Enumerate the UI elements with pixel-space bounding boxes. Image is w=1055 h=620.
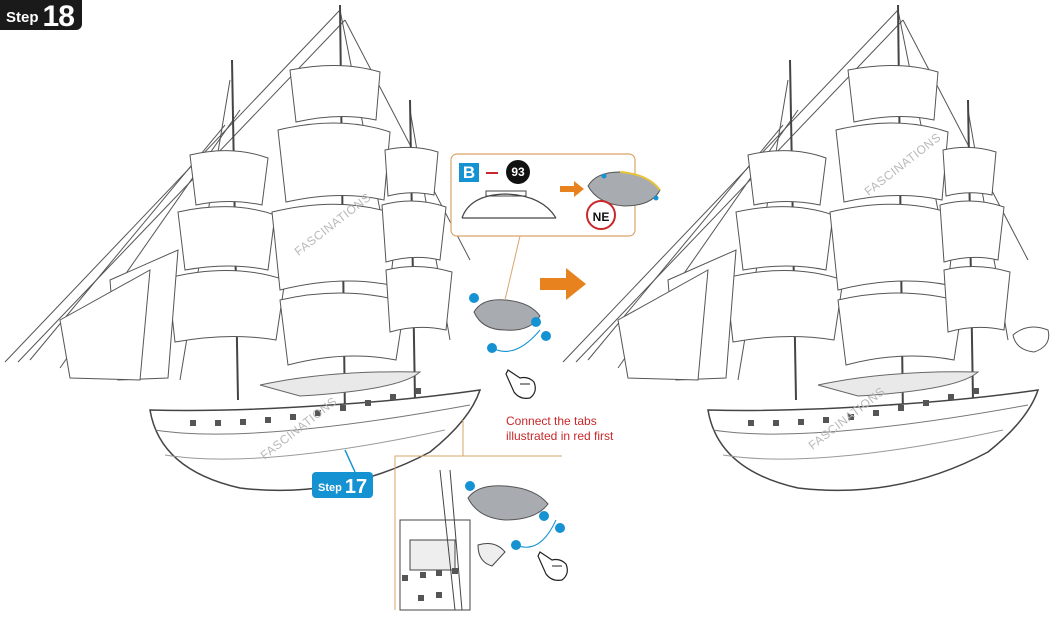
instruction-text: Connect the tabs illustrated in red firs…	[506, 414, 613, 444]
pointing-hand-icon	[538, 552, 567, 580]
connection-dot-icon	[469, 293, 479, 303]
connection-dot-icon	[541, 331, 551, 341]
connection-dot-icon	[539, 511, 549, 521]
step-number: 18	[43, 4, 74, 30]
reference-step-number: 17	[345, 476, 367, 498]
connection-dot-icon	[531, 317, 541, 327]
connection-dot-icon	[465, 481, 475, 491]
sail-part-93	[474, 300, 540, 330]
ship-after	[563, 5, 1049, 490]
instruction-line-2: illustrated in red first	[506, 429, 613, 444]
ship-before	[5, 5, 551, 490]
part-dash	[486, 172, 498, 174]
reference-step-badge: Step 17	[312, 472, 373, 498]
step-word: Step	[6, 6, 39, 30]
connection-label-badge: NE	[586, 200, 616, 230]
orange-arrow-icon	[540, 268, 586, 300]
reference-step-word: Step	[318, 479, 342, 498]
part-number-badge: 93	[506, 160, 530, 184]
step-badge: Step 18	[0, 0, 82, 30]
instruction-line-1: Connect the tabs	[506, 414, 613, 429]
connection-dot-icon	[555, 523, 565, 533]
sail-part-93-closeup	[468, 486, 548, 520]
pointing-hand-icon	[506, 370, 535, 398]
part-letter-badge: B	[459, 163, 479, 182]
